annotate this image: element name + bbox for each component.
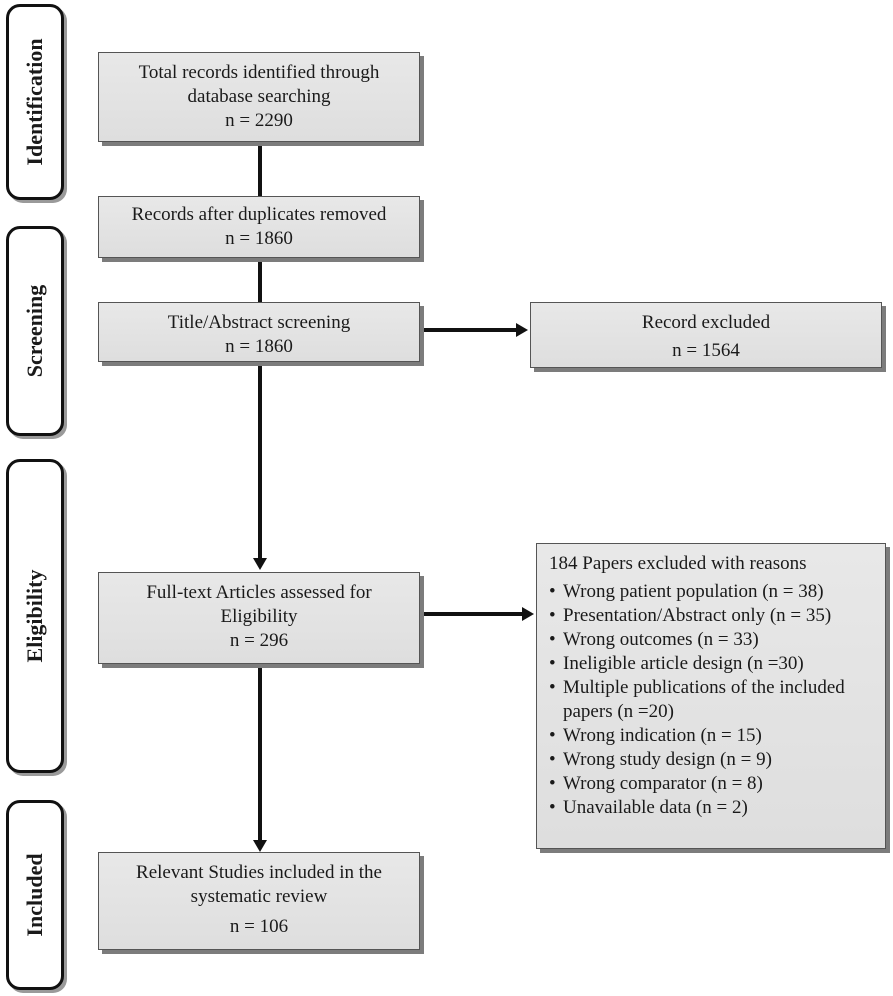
- included-line2: systematic review: [190, 886, 328, 907]
- included-line1: Relevant Studies included in the: [136, 862, 382, 883]
- arrow-to-excluded: [516, 323, 528, 337]
- arrow-to-fulltext: [253, 558, 267, 570]
- box-exclusion-reasons: 184 Papers excluded with reasons Wrong p…: [536, 543, 886, 849]
- records-deduplicated-count: n = 1860: [225, 228, 293, 249]
- fulltext-count: n = 296: [229, 630, 289, 651]
- exclusion-reason-item: Wrong comparator (n = 8): [547, 772, 875, 796]
- excluded-line1: Record excluded: [641, 312, 771, 333]
- phase-identification: Identification: [6, 4, 64, 200]
- exclusion-reason-item: Wrong indication (n = 15): [547, 724, 875, 748]
- phase-eligibility-label: Eligibility: [22, 569, 47, 663]
- exclusion-reasons-list: Wrong patient population (n = 38) Presen…: [547, 580, 875, 820]
- connector-fulltext-to-included: [258, 664, 262, 842]
- included-count: n = 106: [229, 916, 289, 937]
- phase-identification-label: Identification: [22, 38, 47, 166]
- screening-count: n = 1860: [225, 336, 293, 357]
- exclusion-reason-item: Ineligible article design (n =30): [547, 652, 875, 676]
- records-identified-line1: Total records identified through: [138, 62, 380, 83]
- box-studies-included: Relevant Studies included in the systema…: [98, 852, 420, 950]
- exclusion-reasons-title: 184 Papers excluded with reasons: [549, 553, 807, 574]
- phase-screening-label: Screening: [22, 284, 47, 378]
- fulltext-line1: Full-text Articles assessed for: [146, 582, 372, 603]
- connector-deduplicated-to-screened: [258, 258, 262, 302]
- exclusion-reason-item: Wrong outcomes (n = 33): [547, 628, 875, 652]
- exclusion-reason-item: Wrong study design (n = 9): [547, 748, 875, 772]
- exclusion-reason-item: Multiple publications of the included pa…: [547, 676, 875, 724]
- exclusion-reason-item: Unavailable data (n = 2): [547, 796, 875, 820]
- screening-line1: Title/Abstract screening: [167, 312, 351, 333]
- exclusion-reason-item: Wrong patient population (n = 38): [547, 580, 875, 604]
- records-deduplicated-line1: Records after duplicates removed: [131, 204, 387, 225]
- phase-included-label: Included: [22, 853, 47, 937]
- phase-eligibility: Eligibility: [6, 459, 64, 773]
- arrow-to-included: [253, 840, 267, 852]
- phase-included: Included: [6, 800, 64, 990]
- connector-identified-to-deduplicated: [258, 142, 262, 196]
- phase-screening: Screening: [6, 226, 64, 436]
- records-identified-count: n = 2290: [225, 110, 293, 131]
- fulltext-line2: Eligibility: [220, 606, 298, 627]
- arrow-to-reasons: [522, 607, 534, 621]
- records-identified-line2: database searching: [187, 86, 331, 107]
- box-records-excluded: Record excluded n = 1564: [530, 302, 882, 368]
- box-records-identified: Total records identified through databas…: [98, 52, 420, 142]
- excluded-count: n = 1564: [672, 340, 740, 361]
- connector-screened-to-fulltext: [258, 362, 262, 560]
- box-records-deduplicated: Records after duplicates removed n = 186…: [98, 196, 420, 258]
- box-fulltext-assessed: Full-text Articles assessed for Eligibil…: [98, 572, 420, 664]
- box-title-abstract-screening: Title/Abstract screening n = 1860: [98, 302, 420, 362]
- connector-screened-to-excluded: [422, 328, 518, 332]
- exclusion-reason-item: Presentation/Abstract only (n = 35): [547, 604, 875, 628]
- connector-fulltext-to-reasons: [422, 612, 522, 616]
